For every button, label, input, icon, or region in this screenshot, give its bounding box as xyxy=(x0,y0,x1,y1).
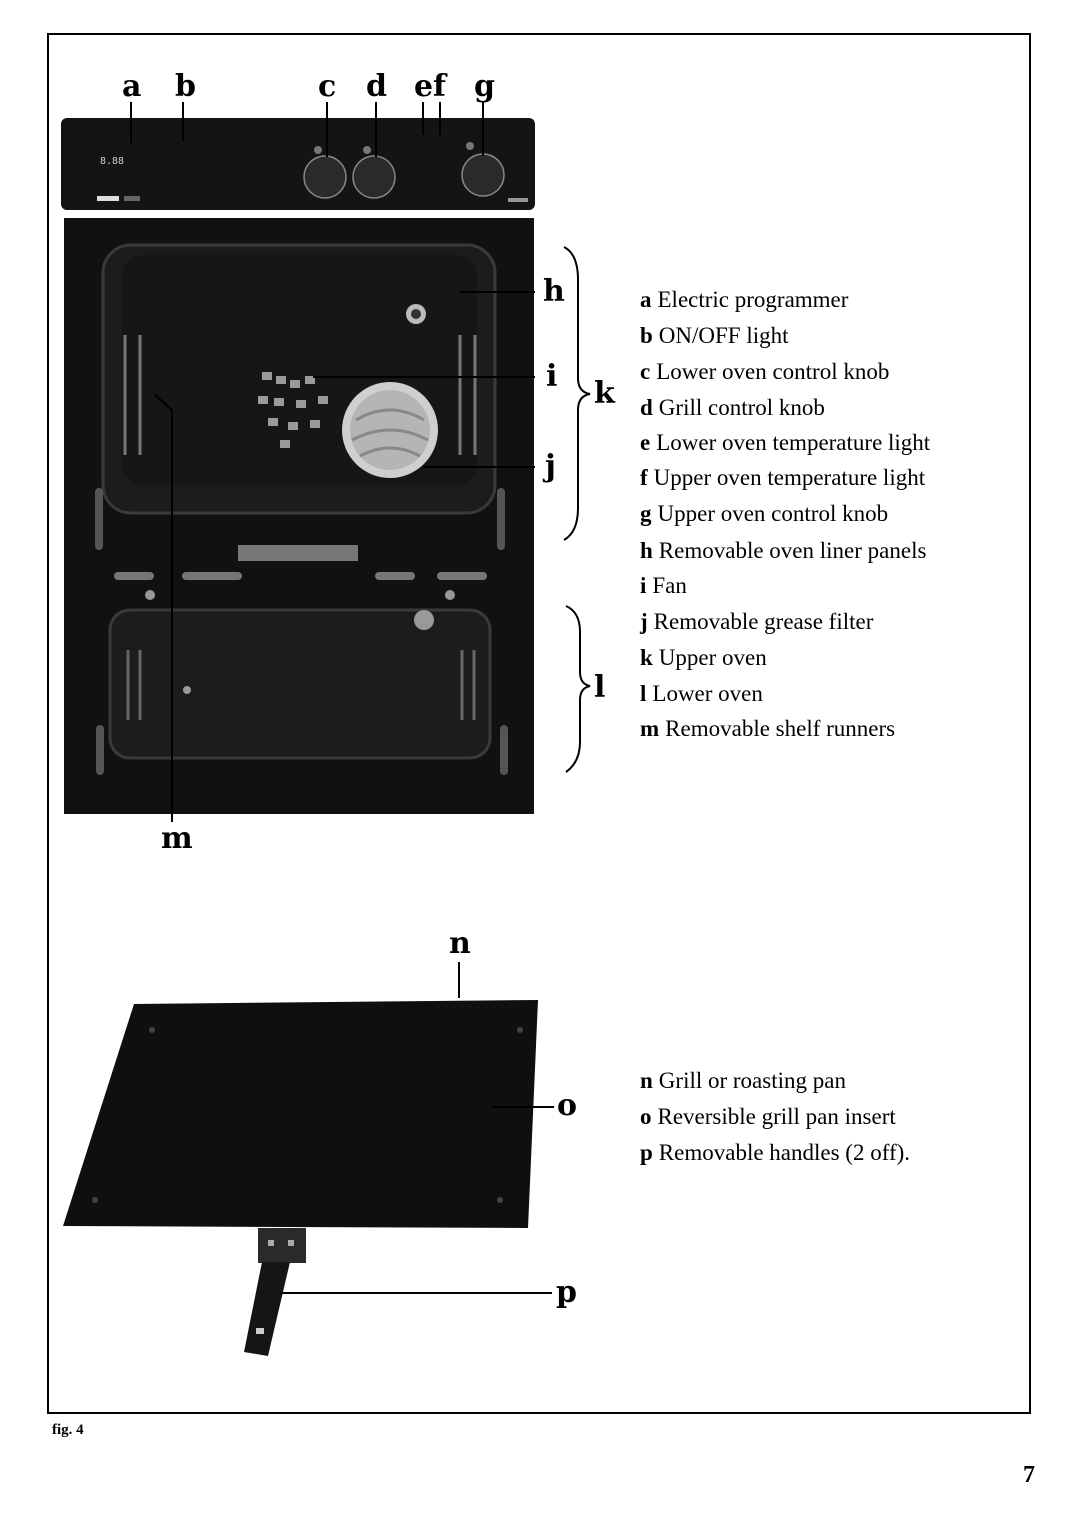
callout-m: m xyxy=(161,821,193,856)
callout-a: a xyxy=(122,69,142,104)
callout-c: c xyxy=(318,69,337,104)
callout-l: l xyxy=(594,670,606,705)
callout-n: n xyxy=(449,926,471,961)
svg-text:8.88: 8.88 xyxy=(100,156,124,167)
callout-e: e xyxy=(414,69,434,104)
callout-o: o xyxy=(557,1088,578,1123)
callout-k: k xyxy=(594,376,615,411)
callout-j: j xyxy=(545,449,556,484)
callout-b: b xyxy=(175,69,196,104)
callout-d: d xyxy=(366,69,387,104)
figure-caption: fig. 4 xyxy=(52,1422,84,1438)
callout-i: i xyxy=(546,359,558,394)
page-number: 7 xyxy=(1023,1462,1035,1488)
figure-frame xyxy=(47,33,1031,1414)
callout-p: p xyxy=(556,1275,577,1310)
callout-g: g xyxy=(474,69,495,104)
callout-h: h xyxy=(543,274,565,309)
callout-f: f xyxy=(433,69,446,104)
